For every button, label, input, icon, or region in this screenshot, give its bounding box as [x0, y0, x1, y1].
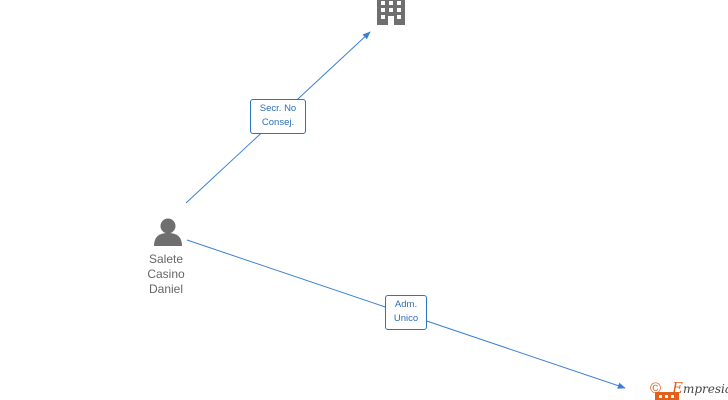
person-name-line-3: Daniel	[148, 282, 184, 296]
building-icon[interactable]	[377, 0, 405, 25]
person-icon[interactable]	[154, 218, 182, 247]
person-name-line-2: Casino	[147, 267, 185, 281]
edge-label-secr-no-consej[interactable]: Secr. No Consej.	[250, 99, 306, 134]
watermark-wordmark: Empresia	[672, 380, 728, 397]
edge-label-line: Secr. No	[259, 103, 297, 114]
watermark-initial: E	[672, 379, 683, 397]
building-icon-orange[interactable]	[655, 392, 679, 400]
edge-label-line: Unico	[393, 313, 419, 324]
edge-label-line: Adm.	[394, 299, 418, 310]
person-name-label[interactable]: Salete Casino Daniel	[126, 252, 206, 297]
watermark-rest: mpresia	[682, 382, 728, 396]
edge-label-adm-unico[interactable]: Adm. Unico	[385, 295, 427, 330]
empresia-watermark: © Empresia	[650, 378, 728, 400]
edge-label-line: Consej.	[261, 117, 295, 128]
person-name-line-1: Salete	[148, 252, 184, 266]
copyright-symbol: ©	[650, 380, 662, 397]
